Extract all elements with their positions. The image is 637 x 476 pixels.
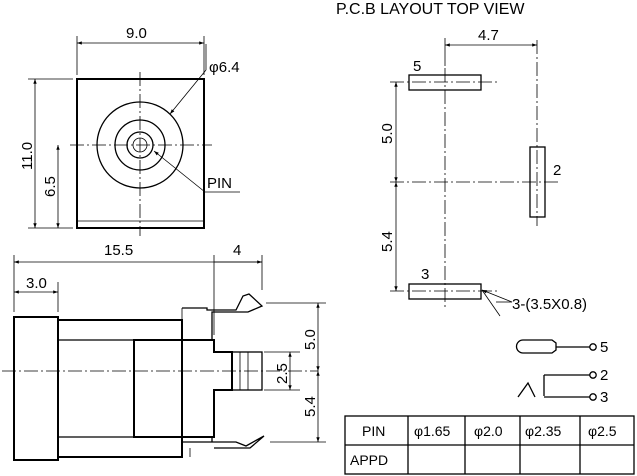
front-view: 9.0 11.0 6.5 φ6.4 PIN xyxy=(19,25,240,236)
pcb-pad-offset-dimension: 4.7 xyxy=(478,27,499,44)
side-view: 15.5 4 3.0 5.0 5.4 2.5 xyxy=(2,242,326,461)
pcb-layout: 4.7 5.0 5.4 5 2 3 3-(3.5X0.8) xyxy=(379,27,587,317)
schematic-pin-3: 3 xyxy=(600,389,608,406)
jack-outer-ring xyxy=(96,101,184,189)
table-header-3: φ2.35 xyxy=(525,423,562,439)
side-flange-dimension: 3.0 xyxy=(26,275,47,292)
pcb-pad-5-label: 5 xyxy=(413,58,421,75)
side-flange xyxy=(13,316,59,461)
schematic-pin-2: 2 xyxy=(600,367,608,384)
pin-label: PIN xyxy=(207,175,232,192)
side-pin-offset-dimension: 2.5 xyxy=(274,363,291,384)
side-body xyxy=(57,319,183,458)
table-row-label: APPD xyxy=(350,452,388,468)
table-header-1: φ1.65 xyxy=(414,423,451,439)
appd-table: PIN φ1.65 φ2.0 φ2.35 φ2.5 APPD xyxy=(344,415,635,475)
page-title: P.C.B LAYOUT TOP VIEW xyxy=(336,1,525,18)
table-header-pin: PIN xyxy=(362,423,385,439)
hole-diameter-label: φ6.4 xyxy=(209,59,240,76)
side-lower-spacing-dimension: 5.4 xyxy=(302,396,319,417)
jack-socket-ring xyxy=(114,119,166,171)
side-pin-length-dimension: 4 xyxy=(233,242,241,259)
pcb-lower-spacing-dimension: 5.4 xyxy=(379,231,396,252)
schematic: 5 2 3 xyxy=(515,339,608,406)
front-body-outline xyxy=(76,78,205,229)
table-header-4: φ2.5 xyxy=(588,423,617,439)
front-center-height-dimension: 6.5 xyxy=(42,176,59,197)
pcb-upper-spacing-dimension: 5.0 xyxy=(379,123,396,144)
pcb-pad-3-label: 3 xyxy=(421,266,429,283)
schematic-plug-icon xyxy=(515,339,557,354)
side-length-dimension: 15.5 xyxy=(104,242,133,259)
table-header-2: φ2.0 xyxy=(474,423,503,439)
pcb-pad-2-label: 2 xyxy=(553,162,561,179)
front-width-dimension: 9.0 xyxy=(126,25,147,42)
side-top-pin xyxy=(182,293,264,340)
pcb-pad-spec: 3-(3.5X0.8) xyxy=(512,296,587,313)
jack-pin-hole xyxy=(126,131,154,159)
schematic-pin-5: 5 xyxy=(600,339,608,356)
side-upper-spacing-dimension: 5.0 xyxy=(302,329,319,350)
side-bottom-pin xyxy=(181,435,265,457)
front-height-dimension: 11.0 xyxy=(19,142,36,170)
